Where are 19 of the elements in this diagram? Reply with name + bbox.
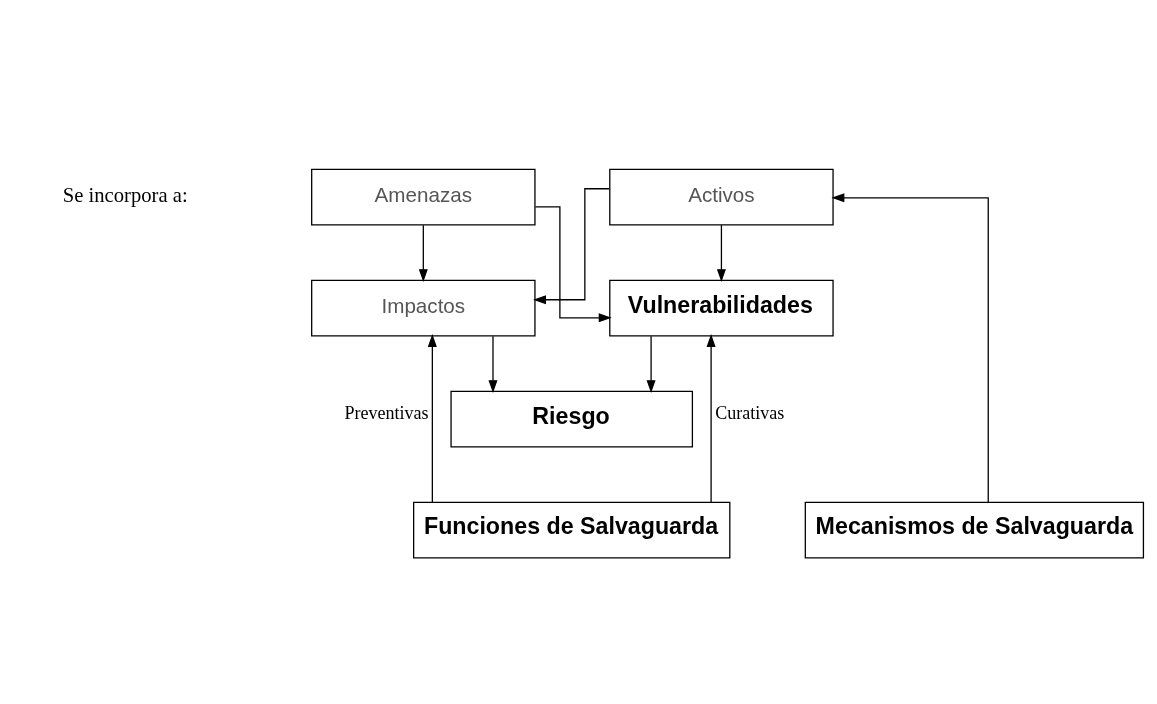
- arrow: [646, 335, 656, 394]
- arrow: [488, 335, 498, 394]
- arrow: [831, 193, 989, 503]
- node-box: Amenazas: [311, 168, 536, 226]
- node-box: Riesgo: [450, 390, 694, 448]
- arrow: [716, 224, 726, 283]
- arrow: [427, 334, 437, 503]
- edge-label: Curativas: [715, 403, 785, 424]
- label: Se incorpora a:: [62, 184, 188, 207]
- node-box: Mecanismos de Salvaguarda: [804, 501, 1145, 559]
- node-box: Vulnerabilidades: [609, 279, 834, 337]
- arrow: [418, 224, 428, 283]
- arrow: [706, 334, 716, 503]
- node-box: Funciones de Salvaguarda: [413, 501, 731, 559]
- node-box: Activos: [609, 168, 834, 226]
- arrow: [534, 206, 612, 323]
- arrow: [533, 188, 610, 305]
- edge-label: Preventivas: [344, 403, 429, 424]
- node-box: Impactos: [311, 279, 536, 337]
